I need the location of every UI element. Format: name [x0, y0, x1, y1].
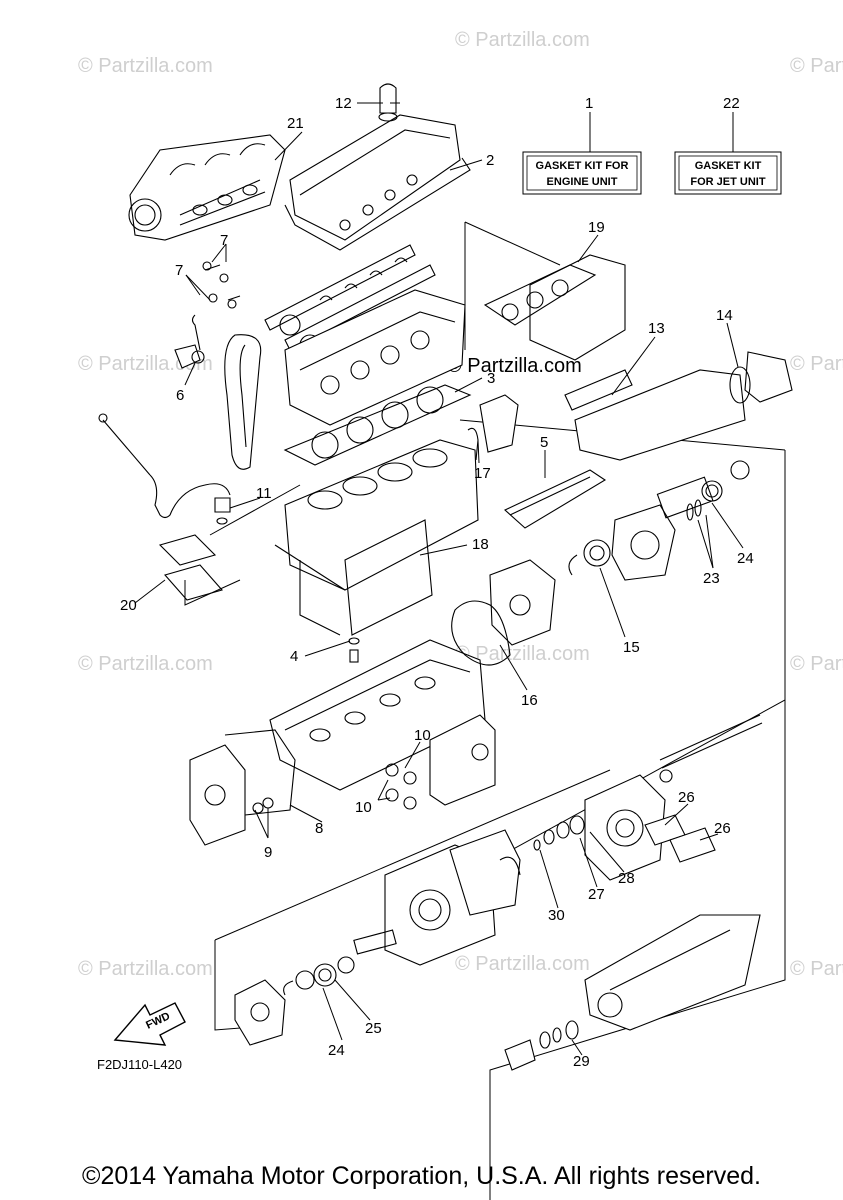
diagram-code: F2DJ110-L420	[97, 1057, 182, 1072]
generator-cover	[451, 559, 556, 666]
timing-chain	[224, 334, 262, 470]
intake-cover	[504, 469, 607, 529]
leader-lines	[134, 102, 744, 1056]
jet-nozzle	[504, 914, 761, 1071]
oil-pan-gasket	[158, 534, 223, 601]
callout-27: 27	[588, 886, 605, 903]
callout-25: 25	[365, 1020, 382, 1037]
callout-17: 17	[474, 465, 491, 482]
small-parts	[174, 261, 360, 663]
exhaust-manifold	[128, 134, 286, 241]
kit-box-line2: ENGINE UNIT	[547, 176, 618, 188]
valve-cover-gasket	[284, 157, 471, 251]
seals-27-28-30	[533, 815, 585, 851]
callout-30: 30	[548, 907, 565, 924]
callout-7: 7	[220, 232, 228, 249]
callout-15: 15	[623, 639, 640, 656]
intermediate-housing	[384, 829, 521, 966]
side-pump	[385, 714, 496, 810]
crankcase-gasket	[344, 519, 433, 636]
callout-28: 28	[618, 870, 635, 887]
callout-18: 18	[472, 536, 489, 553]
watermark: © Partzilla.com	[790, 653, 843, 675]
cylinder-head	[284, 289, 466, 426]
callout-4: 4	[290, 648, 298, 665]
callout-12: 12	[335, 95, 352, 112]
timing-chain-inner	[239, 344, 247, 448]
callout-29: 29	[573, 1053, 590, 1070]
callout-10: 10	[414, 727, 431, 744]
callout-11: 11	[256, 485, 272, 502]
callout-13: 13	[648, 320, 665, 337]
intake-manifold	[483, 254, 626, 361]
kit-box-engine: GASKET KIT FOR ENGINE UNIT	[522, 112, 642, 195]
callout-24: 24	[328, 1042, 345, 1059]
callout-14: 14	[716, 307, 733, 324]
center-watermark: © Partzilla.com	[447, 355, 582, 377]
intake-cover-line	[509, 476, 591, 516]
watermark: © Partzilla.com	[790, 958, 843, 980]
callout-20: 20	[120, 597, 137, 614]
watermark: © Partzilla.com	[78, 55, 213, 77]
camshafts	[264, 244, 436, 356]
cylinder-block	[274, 439, 479, 636]
callout-21: 21	[287, 115, 304, 132]
kit-box-jet: GASKET KIT FOR JET UNIT	[674, 112, 782, 195]
oil-pump-cover	[189, 729, 296, 846]
copyright-text: ©2014 Yamaha Motor Corporation, U.S.A. A…	[82, 1162, 761, 1190]
oil-seal	[568, 539, 611, 576]
watermark-group: © Partzilla.com © Partzilla.com © Partzi…	[78, 29, 843, 980]
callout-24: 24	[737, 550, 754, 567]
exhaust-pipe	[564, 351, 793, 461]
callout-7: 7	[175, 262, 183, 279]
callout-numbers: 1 2 3 4 5 6 7 7 8 9 10 10 11 12 13 14 15…	[120, 95, 754, 1070]
oil-dipstick	[98, 413, 231, 519]
cover-seal	[467, 427, 479, 461]
watermark: © Partzilla.com	[78, 653, 213, 675]
kit-box-line1: GASKET KIT	[695, 160, 762, 172]
callout-16: 16	[521, 692, 538, 709]
callout-5: 5	[540, 434, 548, 451]
drive-coupling	[611, 460, 750, 581]
callout-26: 26	[678, 789, 695, 806]
watermark: © Partzilla.com	[455, 29, 590, 51]
valve-cover	[289, 83, 461, 241]
callout-6: 6	[176, 387, 184, 404]
jet-pump-housing	[584, 714, 763, 881]
watermark: © Partzilla.com	[455, 953, 590, 975]
watermark: © Partzilla.com	[78, 958, 213, 980]
callout-19: 19	[588, 219, 605, 236]
watermark: © Partzilla.com	[455, 643, 590, 665]
callout-9: 9	[264, 844, 272, 861]
callout-2: 2	[486, 152, 494, 169]
callout-10: 10	[355, 799, 372, 816]
fwd-arrow: FWD	[113, 1002, 186, 1046]
callout-22: 22	[723, 95, 740, 112]
watermark: © Partzilla.com	[790, 55, 843, 77]
head-gasket	[283, 384, 472, 466]
callout-8: 8	[315, 820, 323, 837]
cam-chain-cover	[479, 394, 519, 453]
kit-box-line2: FOR JET UNIT	[690, 176, 765, 188]
callout-26: 26	[714, 820, 731, 837]
kit-box-line1: GASKET KIT FOR	[536, 160, 629, 172]
callout-23: 23	[703, 570, 720, 587]
callout-3: 3	[487, 370, 495, 387]
callout-1: 1	[585, 95, 593, 112]
drive-shaft-lower	[234, 929, 397, 1046]
watermark: © Partzilla.com	[790, 353, 843, 375]
